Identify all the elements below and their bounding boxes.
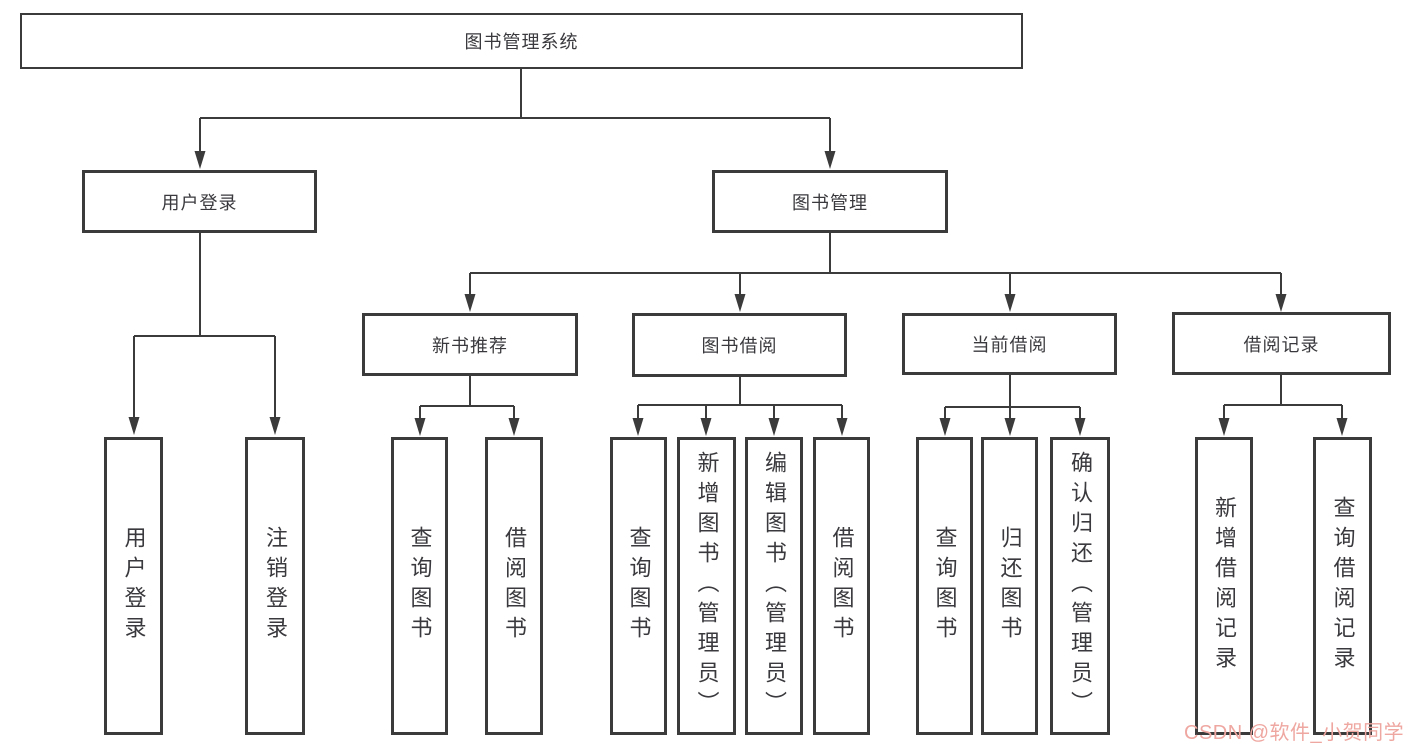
node-user-login: 用户登录 <box>82 170 317 233</box>
leaf-query-books-borrowing: 查询图书 <box>610 437 667 735</box>
node-label: 图书管理 <box>792 192 868 213</box>
connector-root <box>194 69 836 169</box>
node-borrowing-records: 借阅记录 <box>1172 312 1391 375</box>
leaf-query-borrow-record: 查询借阅记录 <box>1313 437 1372 735</box>
node-label: 查询图书 <box>407 526 433 646</box>
node-library-management-system: 图书管理系统 <box>20 13 1023 69</box>
leaf-logout: 注销登录 <box>245 437 305 735</box>
node-label: 图书借阅 <box>701 336 778 356</box>
node-label: 注销登录 <box>263 526 288 646</box>
arrowhead <box>1218 418 1230 436</box>
leaf-add-books-admin: 新增图书（管理员） <box>677 437 736 735</box>
node-label: 当前借阅 <box>971 335 1048 355</box>
connector-new-book-recommendation <box>414 376 520 436</box>
arrowhead <box>128 417 140 435</box>
node-new-book-recommendation: 新书推荐 <box>362 313 578 376</box>
arrowhead <box>194 151 206 169</box>
leaf-confirm-return-admin: 确认归还（管理员） <box>1050 437 1110 735</box>
arrowhead <box>1275 294 1287 312</box>
arrowhead <box>269 417 281 435</box>
connector-book-management <box>464 233 1287 312</box>
leaf-return-books: 归还图书 <box>981 437 1038 735</box>
arrowhead <box>508 418 520 436</box>
leaf-borrow-books: 借阅图书 <box>813 437 870 735</box>
connector-borrowing-records <box>1218 375 1348 436</box>
node-book-borrowing: 图书借阅 <box>632 313 847 377</box>
arrowhead <box>824 151 836 169</box>
leaf-query-books-current: 查询图书 <box>916 437 973 735</box>
node-book-management: 图书管理 <box>712 170 948 233</box>
arrowhead <box>632 418 644 436</box>
arrowhead <box>1074 418 1086 436</box>
connector-book-borrowing <box>632 377 848 436</box>
node-label: 用户登录 <box>121 526 147 646</box>
node-label: 借阅记录 <box>1243 334 1320 355</box>
node-label: 借阅图书 <box>829 526 855 646</box>
node-label: 新增图书（管理员） <box>694 451 720 721</box>
arrowhead <box>1336 418 1348 436</box>
node-label: 归还图书 <box>997 526 1023 646</box>
node-label: 新书推荐 <box>432 335 508 356</box>
node-label: 图书管理系统 <box>464 32 579 52</box>
node-label: 新增借阅记录 <box>1212 496 1237 676</box>
leaf-user-login: 用户登录 <box>104 437 163 735</box>
node-label: 查询图书 <box>626 526 652 646</box>
arrowhead <box>768 418 780 436</box>
node-label: 用户登录 <box>161 192 238 213</box>
arrowhead <box>836 418 848 436</box>
arrowhead <box>700 418 712 436</box>
node-label: 查询图书 <box>932 526 958 646</box>
leaf-query-books-recommendation: 查询图书 <box>391 437 448 735</box>
node-label: 借阅图书 <box>502 526 527 646</box>
csdn-watermark: CSDN @软件_小贺同学 <box>1184 722 1405 744</box>
connector-user-login <box>128 233 281 435</box>
arrowhead <box>939 418 951 436</box>
arrowhead <box>734 294 746 312</box>
leaf-add-borrow-record: 新增借阅记录 <box>1195 437 1253 735</box>
connector-current-borrowing <box>939 375 1086 436</box>
leaf-edit-books-admin: 编辑图书（管理员） <box>745 437 803 735</box>
node-current-borrowing: 当前借阅 <box>902 313 1117 375</box>
node-label: 查询借阅记录 <box>1330 496 1356 676</box>
node-label: 确认归还（管理员） <box>1068 451 1093 721</box>
arrowhead <box>414 418 426 436</box>
arrowhead <box>1004 294 1016 312</box>
arrowhead <box>1004 418 1016 436</box>
leaf-borrow-books-recommendation: 借阅图书 <box>485 437 543 735</box>
node-label: 编辑图书（管理员） <box>762 451 787 721</box>
arrowhead <box>464 294 476 312</box>
